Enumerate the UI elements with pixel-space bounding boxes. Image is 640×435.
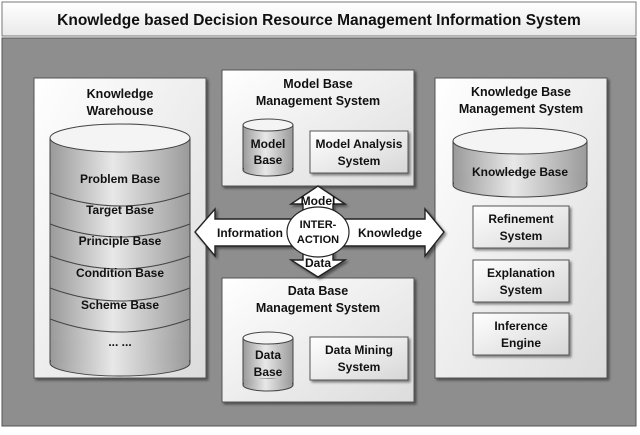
data-base-cylinder — [242, 331, 294, 392]
data-base-ms-title-2: Management System — [256, 301, 380, 315]
model-base-ms-panel: Model Base Management System Model Base … — [221, 69, 415, 187]
model-base-ms-title-2: Management System — [256, 94, 380, 108]
knowledge-warehouse-title-1: Knowledge — [87, 87, 154, 101]
layer-scheme-base: Scheme Base — [81, 298, 159, 312]
knowledge-warehouse-panel: Knowledge Warehouse Problem Base Target … — [33, 77, 207, 379]
data-base-ms-title-1: Data Base — [288, 284, 348, 298]
refinement-label-1: Refinement — [488, 212, 553, 226]
model-base-cylinder — [242, 118, 294, 177]
explanation-label-2: System — [500, 283, 543, 297]
layer-target-base: Target Base — [86, 203, 154, 217]
diagram-title: Knowledge based Decision Resource Manage… — [57, 12, 581, 29]
title-bar: Knowledge based Decision Resource Manage… — [1, 1, 637, 37]
knowledge-warehouse-title-2: Warehouse — [87, 104, 154, 118]
refinement-system-box — [472, 205, 570, 249]
layer-condition-base: Condition Base — [76, 266, 164, 280]
model-base-label-2: Base — [254, 153, 283, 167]
data-base-label-1: Data — [255, 348, 281, 362]
layer-ellipsis: ... ... — [108, 335, 131, 349]
data-base-ms-panel: Data Base Management System Data Base Da… — [221, 277, 415, 403]
data-mining-label-2: System — [338, 360, 381, 374]
inference-label-2: Engine — [501, 336, 541, 350]
interaction-label-2: ACTION — [297, 234, 339, 246]
interaction-label-1: INTER- — [300, 219, 337, 231]
model-base-label-1: Model — [251, 137, 286, 151]
knowledge-base-label: Knowledge Base — [472, 165, 568, 179]
knowledge-base-cylinder — [452, 127, 588, 198]
explanation-label-1: Explanation — [487, 266, 555, 280]
model-base-ms-title-1: Model Base — [283, 77, 353, 91]
knowledge-base-ms-panel: Knowledge Base Management System Knowled… — [434, 77, 608, 379]
data-mining-label-1: Data Mining — [325, 343, 393, 357]
arrow-label-knowledge: Knowledge — [358, 226, 422, 240]
layer-principle-base: Principle Base — [79, 234, 162, 248]
inference-label-1: Inference — [494, 319, 548, 333]
explanation-system-box — [472, 259, 570, 303]
arrow-label-model: Model — [301, 194, 336, 208]
arrow-label-information: Information — [217, 226, 283, 240]
model-analysis-box — [309, 130, 409, 174]
refinement-label-2: System — [500, 229, 543, 243]
data-base-label-2: Base — [254, 365, 283, 379]
data-mining-box — [309, 336, 409, 381]
model-analysis-label-1: Model Analysis — [316, 137, 403, 151]
interaction-arrow — [194, 185, 445, 278]
layer-problem-base: Problem Base — [80, 172, 160, 186]
warehouse-cylinder — [49, 123, 191, 377]
interaction-circle — [286, 206, 350, 258]
inference-engine-box — [472, 312, 570, 356]
model-analysis-label-2: System — [338, 154, 381, 168]
arrow-label-data: Data — [305, 256, 331, 270]
knowledge-base-ms-title-2: Management System — [459, 102, 583, 116]
knowledge-base-ms-title-1: Knowledge Base — [471, 85, 571, 99]
